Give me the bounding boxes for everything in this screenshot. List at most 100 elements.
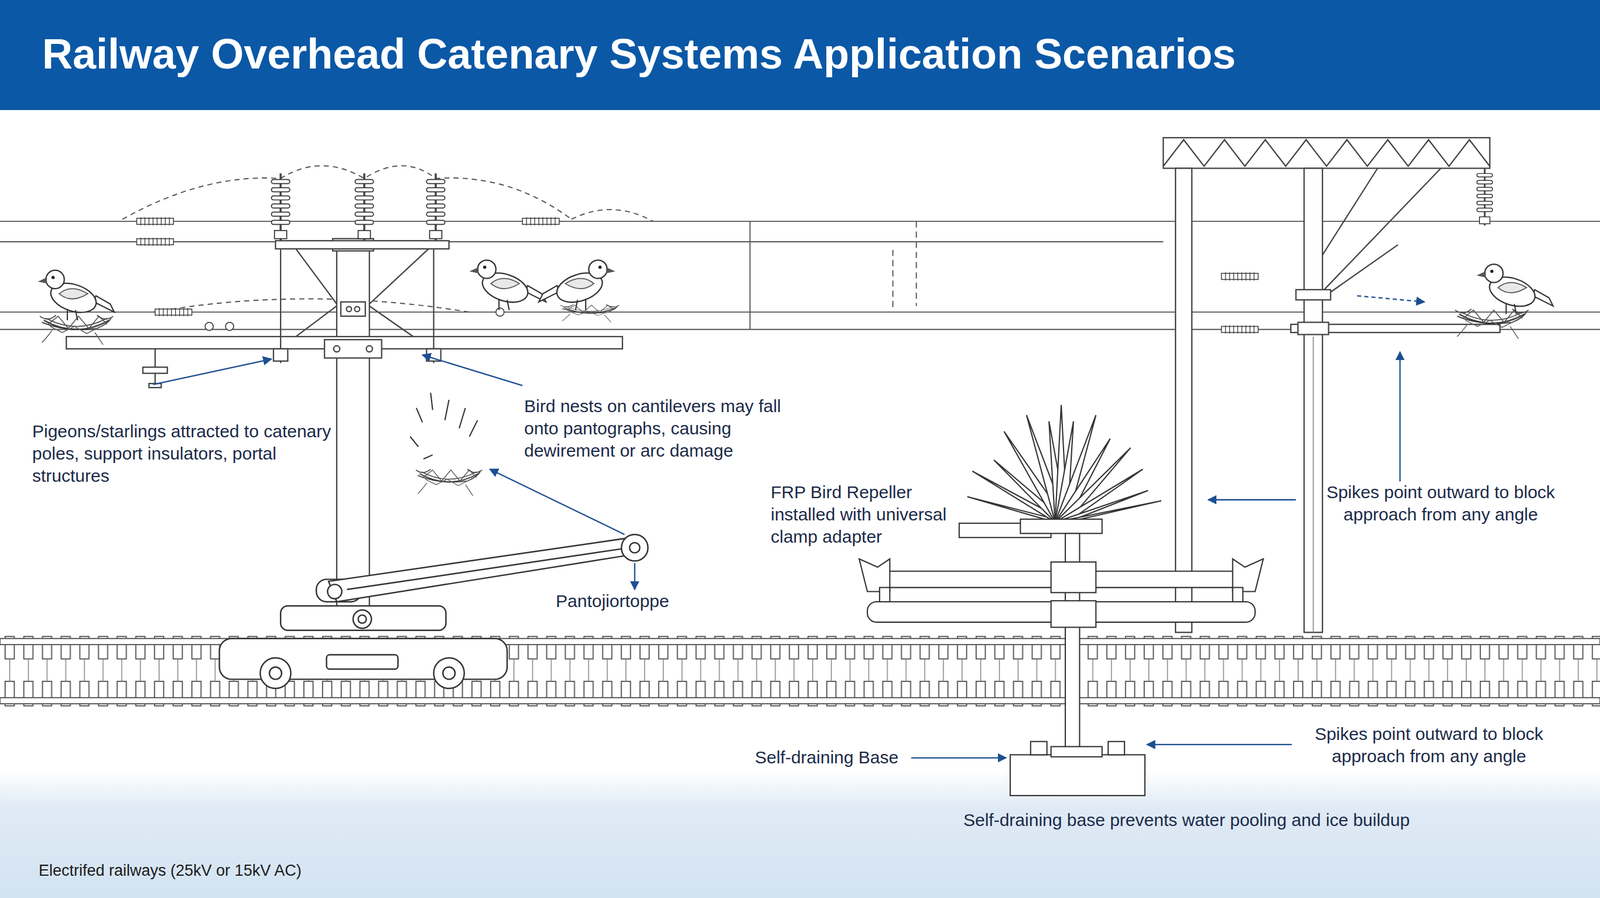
nest-falling-burst-part [430,392,433,411]
wire-fitting-part [225,322,234,331]
bird-repeller-part [879,587,890,603]
bird-repeller-part [1232,587,1243,603]
catenary-pole-part [369,306,414,337]
nest-falling-burst-part [445,400,450,421]
title-band: Railway Overhead Catenary Systems Applic… [0,0,1600,111]
part-label: Pantojiortoppe [555,590,732,613]
nest-falling-burst-part [469,420,478,437]
catenary-pole-part [340,302,366,317]
catenary-pole-part [279,248,282,364]
bird [37,260,1553,321]
bird-repeller-part [1051,562,1097,593]
pantograph-part [358,615,367,624]
leader-arrow-part [634,563,636,590]
bird-repeller-part [1020,519,1102,534]
railway-track-part [0,698,1600,704]
railway-track-part [0,634,1600,709]
footnote-caption: Electrifed railways (25kV or 15kV AC) [38,860,302,881]
nest-falling-burst-part [416,408,423,423]
bird-part [1476,264,1554,314]
overhead-wire [0,165,1600,330]
wire-fitting [136,217,1258,334]
bird-part [469,260,546,310]
catenary-pole-part [295,248,337,304]
overhead-wire-part [571,209,654,222]
pantograph-part [260,658,291,689]
callout-note: Spikes point outward to block approach f… [1303,481,1579,526]
bird-repeller-part [1010,754,1145,796]
bird-repeller-part [1108,742,1125,756]
bird-nest-part [560,304,620,323]
pantograph-part [629,542,640,553]
bird-repeller-part [1232,559,1264,593]
wire-fitting-part [136,237,174,246]
nest-falling-burst-part [409,436,419,447]
bird-repeller-part [1051,746,1103,757]
bird-repeller-part [1030,742,1048,756]
railway-track [0,634,1600,709]
portal-structure-part [1322,168,1378,255]
pantograph-part [326,655,399,670]
catenary-pole-part [324,339,382,358]
wire-fitting-part [496,308,505,317]
overhead-wire-part [0,241,1164,243]
part-label: Self-draining Base [754,746,943,769]
leader-arrow-part [489,469,625,535]
pantograph-part [269,667,282,680]
portal-structure-part [1296,289,1331,300]
bird-nest [39,304,1529,497]
wire-fitting-part [1221,272,1259,281]
support-insulator-part [271,173,290,241]
portal-structure-part [1163,137,1490,169]
leader-arrow-part [152,359,272,385]
wire-fitting-part [1221,325,1259,334]
catenary-pole-part [142,367,168,374]
catenary-pole-part [333,346,340,352]
catenary-pole-part [154,349,156,368]
portal-structure-part [1304,168,1323,633]
bird-part [538,260,616,310]
pantograph-part [442,667,456,680]
pantograph-part [280,606,446,631]
bird-part [37,270,115,321]
catenary-pole-part [369,248,429,304]
catenary-pole-part [295,306,337,337]
portal-structure-part [1322,244,1398,299]
pantograph-part [327,584,342,599]
bird-repeller-part [859,559,890,593]
overhead-wire-part [892,250,894,312]
callout-note: Pigeons/starlings attracted to catenary … [32,420,337,488]
nest-falling-burst-part [423,455,433,460]
overhead-wire-part [0,220,1600,222]
support-insulator-part [354,173,374,241]
catenary-pole-part [366,346,373,352]
leader-arrow-part [1399,351,1401,482]
bird-nest-part [1455,309,1529,340]
leader-arrow [152,295,1425,758]
pantograph-part [433,658,464,689]
portal-structure-part [1316,168,1442,298]
leader-arrow-part [1146,744,1292,746]
scaled-art [0,137,1600,796]
overhead-wire-part [915,221,918,307]
catenary-pole-part [336,244,370,621]
wire-fitting-part [155,308,193,317]
wire-fitting-part [522,217,560,226]
wire-fitting-part [136,217,174,226]
leader-arrow-part [1356,295,1425,302]
portal-structure-part [1163,139,1490,167]
portal-structure-part [1297,322,1329,335]
part-label: FRP Bird Repeller installed with univers… [770,481,976,549]
nest-falling-burst-part [459,408,466,429]
catenary-pole-part [273,349,288,362]
pantograph-part [621,534,648,562]
pantograph [219,534,649,689]
support-insulator-part [426,173,445,241]
portal-structure [1163,137,1500,633]
overhead-wire-part [122,165,572,220]
portal-structure-part [1313,336,1314,633]
bird-nest-part [39,315,114,345]
overhead-wire-part [0,311,1600,313]
pantograph-part [353,610,372,629]
